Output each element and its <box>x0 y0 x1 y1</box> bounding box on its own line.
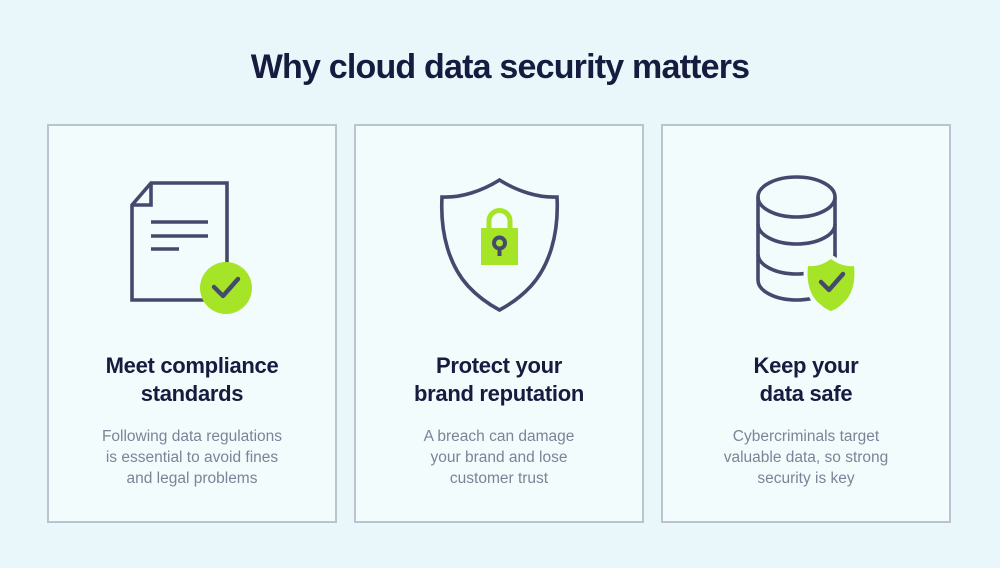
card-body: A breach can damage your brand and lose … <box>423 428 575 487</box>
cards-row: Meet compliance standards Following data… <box>47 124 951 523</box>
card-compliance: Meet compliance standards Following data… <box>47 124 337 523</box>
card-heading: Protect your brand reputation <box>414 353 584 406</box>
page-title: Why cloud data security matters <box>250 48 750 86</box>
card-body: Cybercriminals target valuable data, so … <box>723 428 889 487</box>
document-check-icon <box>117 172 267 318</box>
database-shield-icon <box>750 172 862 318</box>
card-body: Following data regulations is essential … <box>101 428 283 487</box>
card-heading: Keep your data safe <box>753 353 859 406</box>
card-data-safe: Keep your data safe Cybercriminals targe… <box>661 124 951 523</box>
shield-lock-icon <box>437 172 562 318</box>
card-brand-reputation: Protect your brand reputation A breach c… <box>354 124 644 523</box>
card-heading: Meet compliance standards <box>105 353 279 406</box>
